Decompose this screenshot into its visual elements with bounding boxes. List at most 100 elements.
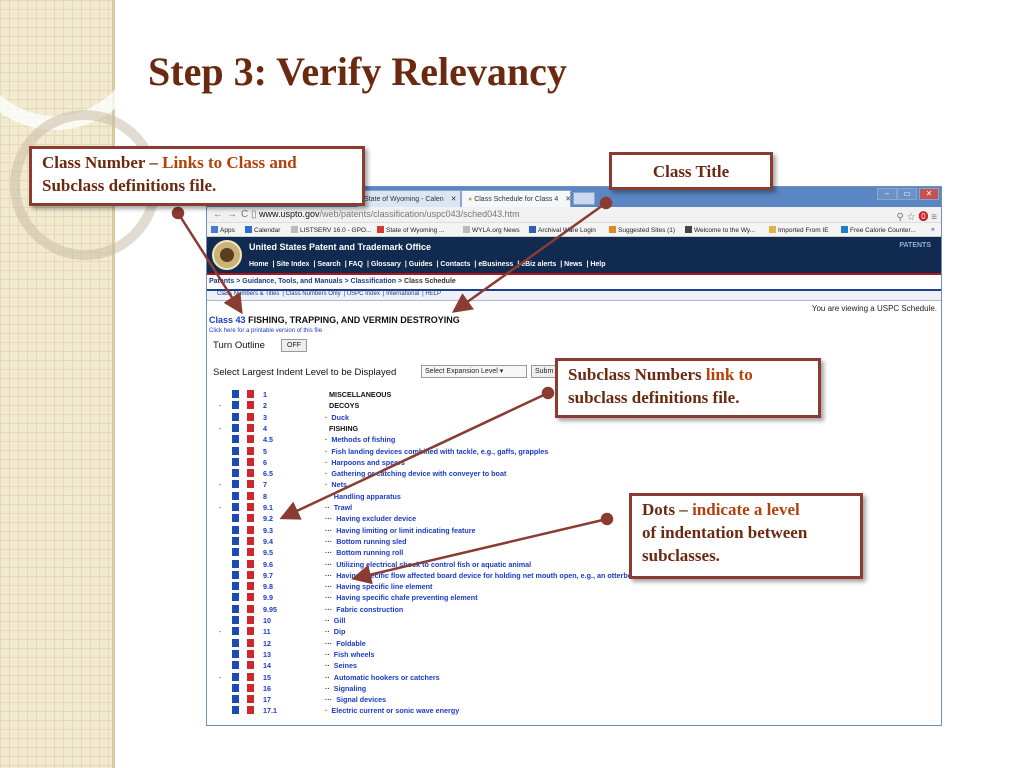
subclass-number-link[interactable]: 4.5 xyxy=(263,435,273,445)
more-bookmarks-icon[interactable]: » xyxy=(931,226,935,233)
back-icon[interactable]: ← xyxy=(213,209,223,220)
definition-a-icon[interactable] xyxy=(232,503,239,511)
menu-icon[interactable]: ≡ xyxy=(931,212,937,223)
nav-news[interactable]: News xyxy=(564,261,583,268)
definition-a-icon[interactable] xyxy=(232,548,239,557)
subclass-number-link[interactable]: 9.6 xyxy=(263,559,273,569)
definition-a-icon[interactable] xyxy=(232,661,239,670)
patents-p-icon[interactable] xyxy=(247,390,254,398)
subclass-title[interactable]: ···Having excluder device xyxy=(325,514,416,523)
subnav-class-numbers-titles[interactable]: Class Numbers & Titles xyxy=(217,291,280,297)
definition-a-icon[interactable] xyxy=(232,616,239,624)
patents-p-icon[interactable] xyxy=(247,457,254,466)
definition-a-icon[interactable] xyxy=(232,446,239,455)
bookmark-apps[interactable]: Apps xyxy=(211,226,235,234)
nav-help[interactable]: Help xyxy=(590,261,606,268)
definition-a-icon[interactable] xyxy=(232,570,239,579)
subclass-title[interactable]: ··Signaling xyxy=(325,684,366,693)
reload-icon[interactable]: C xyxy=(241,209,249,220)
definition-a-icon[interactable] xyxy=(232,491,239,500)
subclass-number-link[interactable]: 7 xyxy=(263,480,267,490)
nav-guides[interactable]: Guides xyxy=(408,261,433,268)
definition-a-icon[interactable] xyxy=(232,672,239,681)
subclass-number-link[interactable]: 9.7 xyxy=(263,570,273,580)
subclass-number-link[interactable]: 10 xyxy=(263,616,271,625)
subclass-number-link[interactable]: 5 xyxy=(263,446,267,456)
printable-version-link[interactable]: Click here for a printable version of th… xyxy=(209,328,323,334)
minimize-button[interactable]: – xyxy=(877,188,897,200)
definition-a-icon[interactable] xyxy=(232,514,239,523)
bookmark-calorie[interactable]: Free Calorie Counter... xyxy=(841,226,916,234)
patents-p-icon[interactable] xyxy=(247,661,254,670)
nav-site-index[interactable]: Site Index xyxy=(276,261,310,268)
subclass-number-link[interactable]: 2 xyxy=(263,401,267,411)
definition-a-icon[interactable] xyxy=(232,593,239,602)
nav-glossary[interactable]: Glossary xyxy=(370,261,401,268)
nav-faq[interactable]: FAQ xyxy=(348,261,363,268)
bookmark-suggested[interactable]: Suggested Sites (1) xyxy=(609,226,675,234)
definition-a-icon[interactable] xyxy=(232,390,239,398)
definition-a-icon[interactable] xyxy=(232,536,239,545)
patents-p-icon[interactable] xyxy=(247,604,254,613)
patents-p-icon[interactable] xyxy=(247,627,254,636)
expand-toggle[interactable]: - xyxy=(219,480,222,490)
subclass-title[interactable]: ··Trawl xyxy=(325,503,352,512)
subclass-title[interactable]: ··Automatic hookers or catchers xyxy=(325,673,440,682)
subclass-number-link[interactable]: 6.5 xyxy=(263,469,273,479)
outline-off-button[interactable]: OFF xyxy=(281,339,307,352)
class-number-link[interactable]: 43 xyxy=(235,315,246,325)
subclass-number-link[interactable]: 9.9 xyxy=(263,593,273,603)
subclass-title[interactable]: ···Having specific flow affected board d… xyxy=(325,571,660,580)
expand-toggle[interactable]: - xyxy=(219,672,222,682)
definition-a-icon[interactable] xyxy=(232,480,239,489)
expand-toggle[interactable]: - xyxy=(219,503,222,512)
definition-a-icon[interactable] xyxy=(232,469,239,478)
url-field[interactable]: www.uspto.gov/web/patents/classification… xyxy=(259,209,520,219)
patents-p-icon[interactable] xyxy=(247,548,254,557)
patents-p-icon[interactable] xyxy=(247,423,254,432)
subnav-help[interactable]: HELP xyxy=(425,291,442,297)
subclass-number-link[interactable]: 9.3 xyxy=(263,525,273,535)
subclass-number-link[interactable]: 9.95 xyxy=(263,604,277,614)
subclass-number-link[interactable]: 12 xyxy=(263,638,271,648)
patents-p-icon[interactable] xyxy=(247,570,254,579)
pinterest-icon[interactable]: ⓿ xyxy=(918,212,929,223)
subnav-international[interactable]: International xyxy=(386,291,420,297)
definition-a-icon[interactable] xyxy=(232,582,239,591)
subclass-title[interactable]: ···Having limiting or limit indicating f… xyxy=(325,526,476,535)
subclass-title[interactable]: ··Handling apparatus xyxy=(325,492,401,501)
patents-p-icon[interactable] xyxy=(247,446,254,455)
breadcrumb-patents[interactable]: Patents xyxy=(209,278,235,285)
patents-label[interactable]: PATENTS xyxy=(899,242,931,249)
patents-p-icon[interactable] xyxy=(247,695,254,704)
definition-a-icon[interactable] xyxy=(232,706,239,715)
definition-a-icon[interactable] xyxy=(232,695,239,704)
subclass-title[interactable]: ···Signal devices xyxy=(325,695,386,704)
subclass-number-link[interactable]: 17 xyxy=(263,695,271,705)
patents-p-icon[interactable] xyxy=(247,582,254,591)
expand-toggle[interactable]: - xyxy=(219,423,222,433)
subclass-number-link[interactable]: 13 xyxy=(263,649,271,659)
definition-a-icon[interactable] xyxy=(232,649,239,658)
bookmark-calendar[interactable]: Calendar xyxy=(245,226,280,234)
nav-contacts[interactable]: Contacts xyxy=(440,261,471,268)
subclass-number-link[interactable]: 16 xyxy=(263,683,271,693)
subclass-number-link[interactable]: 9.1 xyxy=(263,503,273,512)
definition-a-icon[interactable] xyxy=(232,604,239,613)
subclass-number-link[interactable]: 9.4 xyxy=(263,536,273,546)
subclass-number-link[interactable]: 14 xyxy=(263,661,271,671)
subclass-number-link[interactable]: 4 xyxy=(263,423,267,433)
breadcrumb-guidance[interactable]: Guidance, Tools, and Manuals xyxy=(242,278,343,285)
subnav-uspc-index[interactable]: USPC Index xyxy=(346,291,380,297)
close-window-button[interactable]: ✕ xyxy=(919,188,939,200)
expand-toggle[interactable]: - xyxy=(219,401,222,411)
patents-p-icon[interactable] xyxy=(247,503,254,511)
subclass-number-link[interactable]: 15 xyxy=(263,672,271,682)
patents-p-icon[interactable] xyxy=(247,514,254,523)
patents-p-icon[interactable] xyxy=(247,683,254,692)
definition-a-icon[interactable] xyxy=(232,401,239,410)
subclass-number-link[interactable]: 3 xyxy=(263,412,267,422)
definition-a-icon[interactable] xyxy=(232,638,239,647)
patents-p-icon[interactable] xyxy=(247,593,254,602)
subclass-title[interactable]: ···Having specific line element xyxy=(325,582,432,591)
